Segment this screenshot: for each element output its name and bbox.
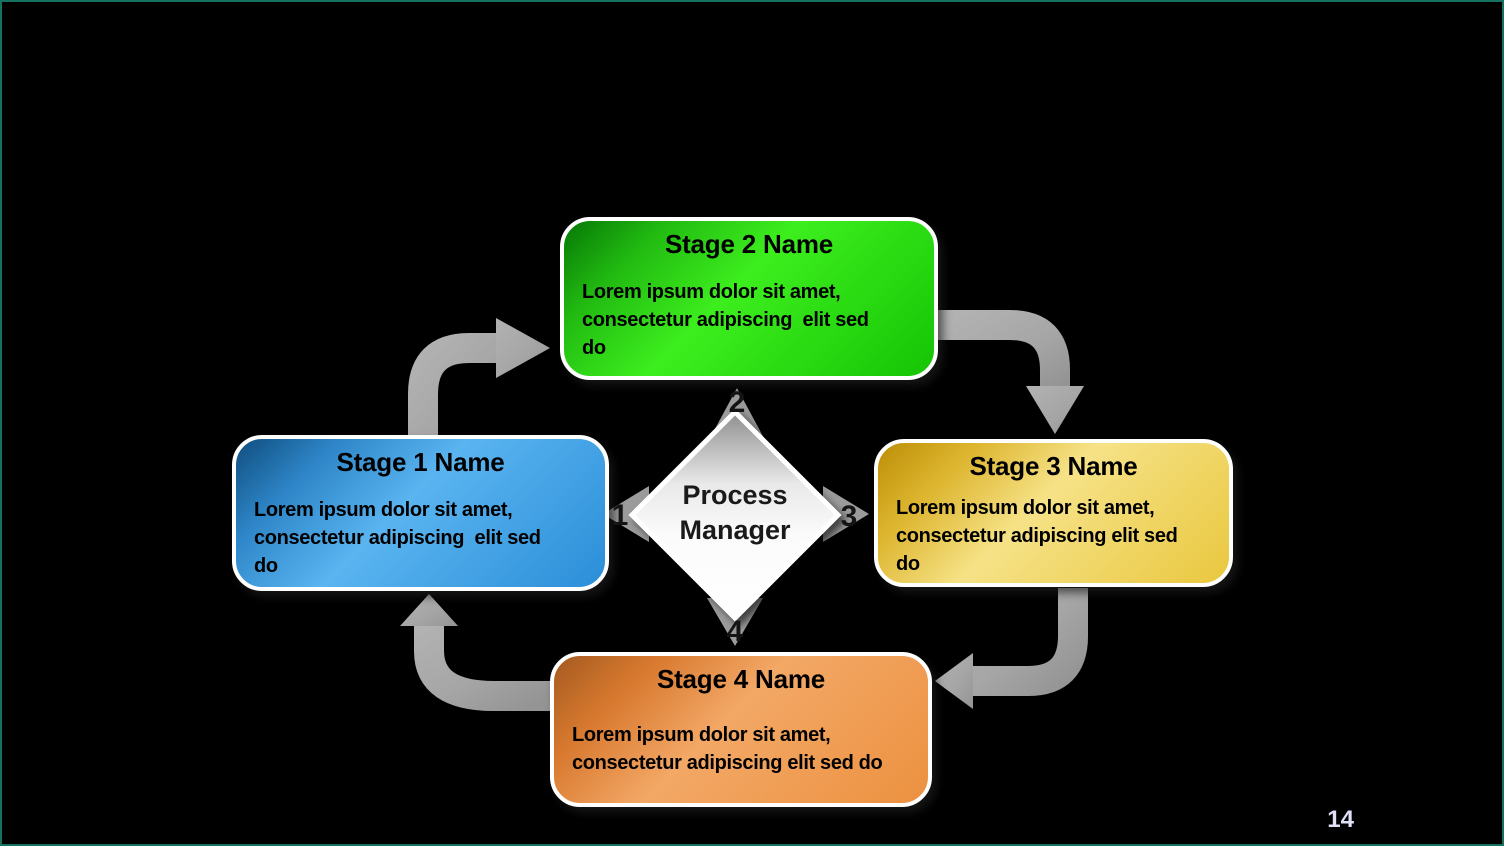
stage-2-title: Stage 2 Name (664, 229, 834, 259)
stage-4-box: Stage 4 Name Lorem ipsum dolor sit amet,… (550, 652, 932, 807)
arrow-stage3-to-stage4 (935, 588, 1088, 709)
arrow-stage2-to-stage3 (938, 310, 1084, 434)
stage-3-box: Stage 3 Name Lorem ipsum dolor sit amet,… (874, 439, 1233, 587)
stage-4-description: Lorem ipsum dolor sit amet, consectetur … (572, 724, 883, 774)
stage-1-description: Lorem ipsum dolor sit amet, consectetur … (254, 499, 541, 577)
process-manager-label: Process Manager (679, 480, 791, 545)
stage-2-box: Stage 2 Name Lorem ipsum dolor sit amet,… (560, 217, 938, 380)
stage-3-title: Stage 3 Name (969, 451, 1138, 481)
connector-number-1: 1 (612, 499, 629, 532)
stage-2-description: Lorem ipsum dolor sit amet, consectetur … (582, 281, 869, 359)
arrow-stage4-to-stage1 (400, 594, 551, 711)
stage-1-box: Stage 1 Name Lorem ipsum dolor sit amet,… (232, 435, 609, 591)
connector-number-3: 3 (841, 500, 858, 533)
stage-1-title: Stage 1 Name (336, 447, 505, 477)
process-manager-diamond (628, 408, 842, 622)
stage-4-title: Stage 4 Name (656, 664, 826, 694)
connector-number-2: 2 (729, 386, 746, 419)
arrow-stage1-to-stage2 (408, 318, 550, 438)
stage-3-description: Lorem ipsum dolor sit amet, consectetur … (896, 497, 1178, 575)
page-number: 14 (1327, 806, 1354, 833)
connector-number-4: 4 (727, 615, 744, 648)
flow-arrows (400, 310, 1088, 711)
